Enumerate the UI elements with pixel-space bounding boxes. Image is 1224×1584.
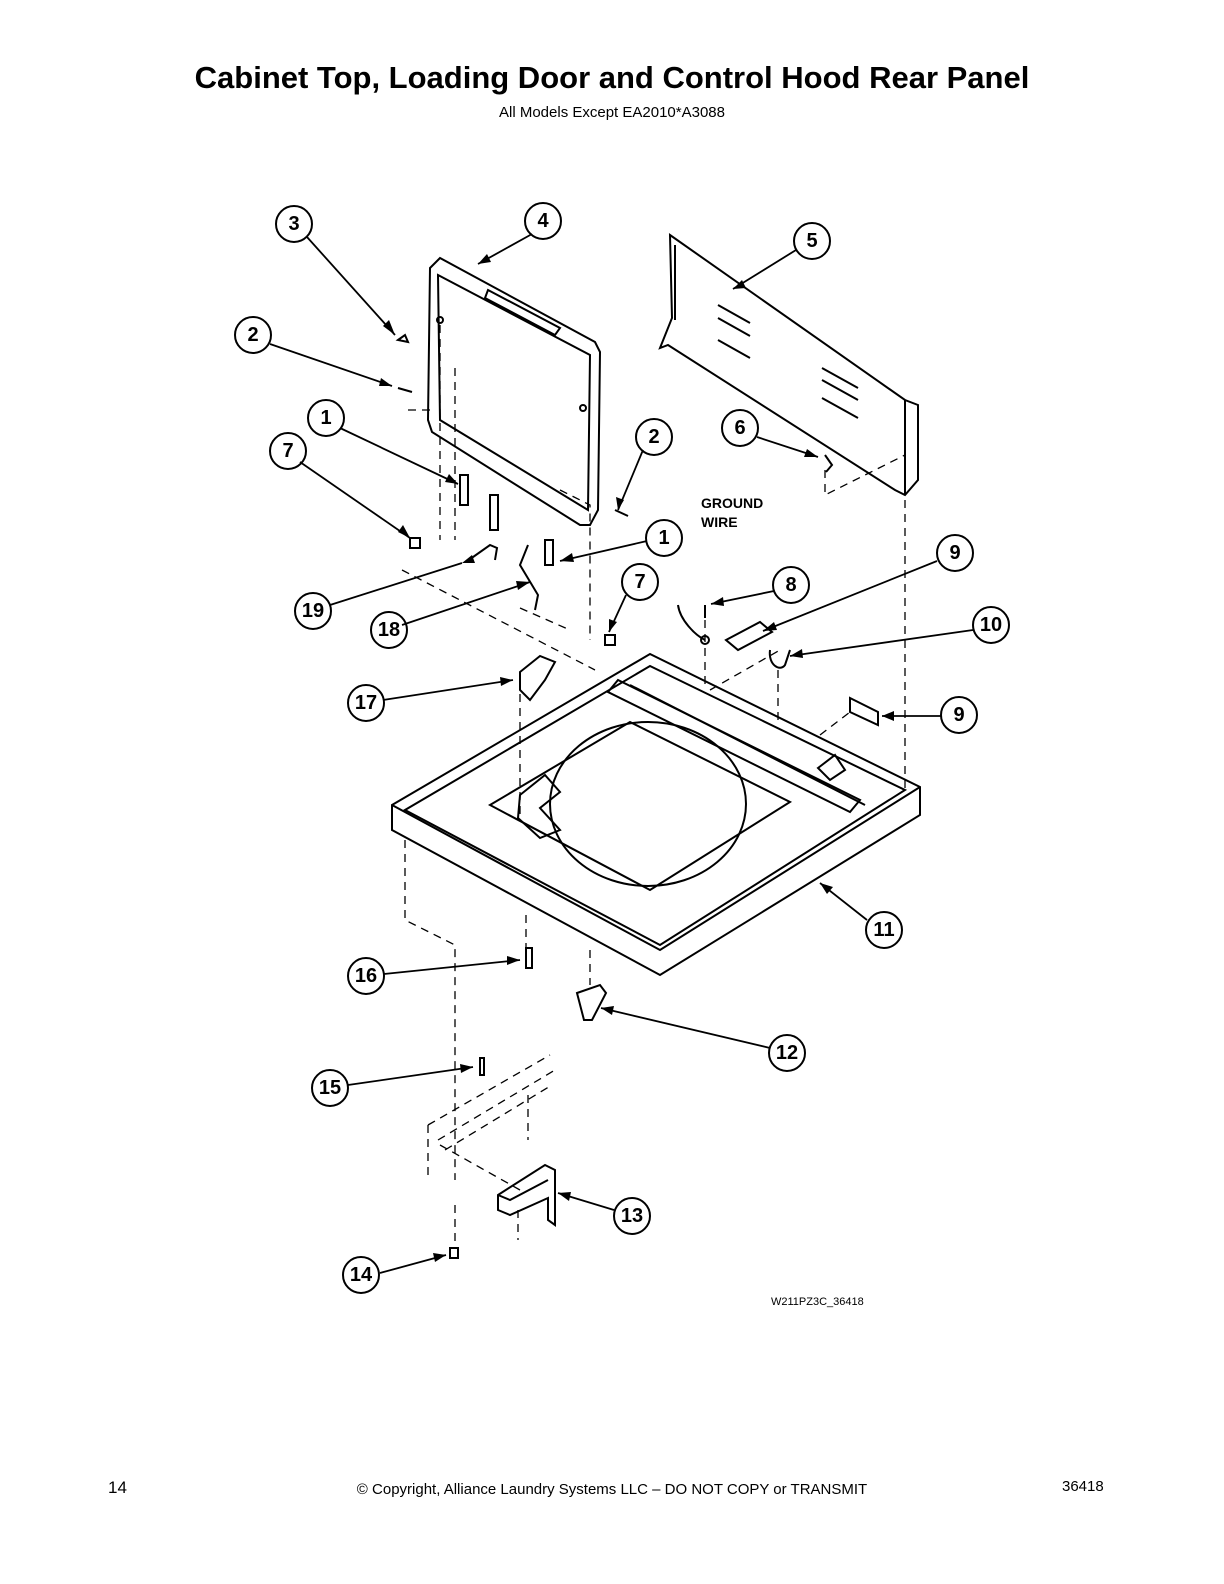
callout-10: 10 xyxy=(980,614,1002,636)
loading-door-frame xyxy=(426,256,602,526)
assembly-guide-lines xyxy=(401,325,906,1248)
page-number: 14 xyxy=(108,1478,127,1497)
hinge-bracket xyxy=(497,1163,556,1227)
callout-2-right: 2 xyxy=(648,426,659,448)
callout-15: 15 xyxy=(319,1077,341,1099)
callout-2-left: 2 xyxy=(247,324,258,346)
callout-circles xyxy=(234,202,1010,1294)
callout-9-lower: 9 xyxy=(953,704,964,726)
ground-wire-label-line2: WIRE xyxy=(701,514,738,530)
document-number: 36418 xyxy=(1062,1478,1104,1495)
callout-7-right: 7 xyxy=(634,571,645,593)
callout-1-left: 1 xyxy=(320,407,331,429)
callout-18: 18 xyxy=(378,619,400,641)
callout-13: 13 xyxy=(621,1205,643,1227)
callout-11: 11 xyxy=(873,919,894,941)
copyright-notice: © Copyright, Alliance Laundry Systems LL… xyxy=(356,1481,868,1498)
callout-5: 5 xyxy=(806,230,817,252)
callout-7-left: 7 xyxy=(282,440,293,462)
callout-17: 17 xyxy=(355,692,377,714)
callout-12: 12 xyxy=(776,1042,798,1064)
control-hood-rear-panel xyxy=(658,233,919,497)
leader-lines xyxy=(269,233,974,1274)
callout-4: 4 xyxy=(537,210,549,232)
callout-8: 8 xyxy=(785,574,796,596)
callout-19: 19 xyxy=(302,600,324,622)
drawing-code: W211PZ3C_36418 xyxy=(771,1296,864,1308)
small-parts xyxy=(395,333,879,1259)
page-subtitle: All Models Except EA2010*A3088 xyxy=(499,104,725,121)
ground-wire-label-line1: GROUND xyxy=(701,495,763,511)
callout-16: 16 xyxy=(355,965,377,987)
callout-14: 14 xyxy=(350,1264,373,1286)
callout-9-upper: 9 xyxy=(949,542,960,564)
callout-3: 3 xyxy=(288,213,299,235)
cabinet-top xyxy=(391,652,921,977)
leader-arrowheads xyxy=(379,254,894,1262)
page-title: Cabinet Top, Loading Door and Control Ho… xyxy=(194,60,1030,95)
callout-1-right: 1 xyxy=(658,527,669,549)
callout-6: 6 xyxy=(734,417,745,439)
